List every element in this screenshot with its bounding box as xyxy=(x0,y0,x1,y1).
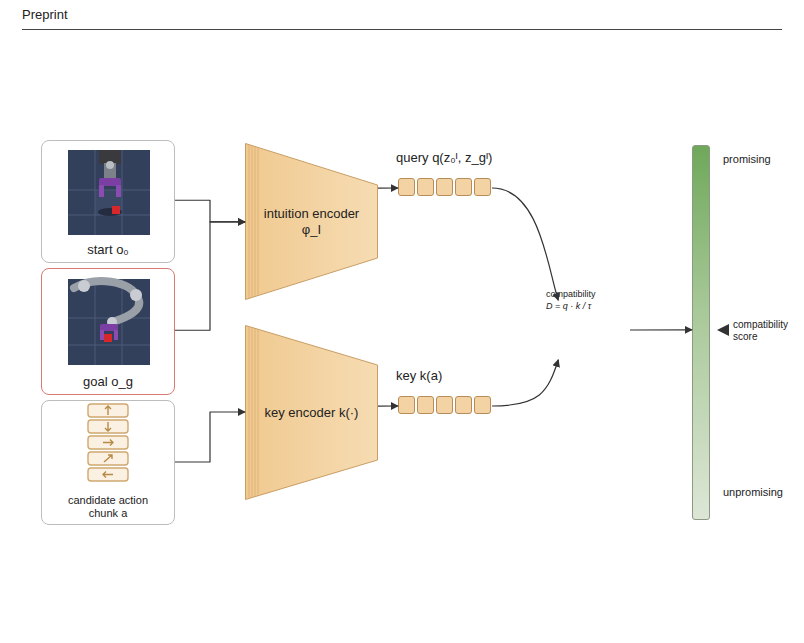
input-panel: goal o_g xyxy=(41,268,175,395)
scale-label: compatibility score xyxy=(733,319,804,343)
flow-arrow xyxy=(175,222,245,330)
flow-arrow xyxy=(378,405,398,406)
flow-arrow xyxy=(378,187,398,188)
vector-cell xyxy=(436,178,453,196)
vector-cell xyxy=(474,396,491,414)
encoder-trapezoid: key encoder k(·) xyxy=(245,325,378,500)
encoder-label: intuition encoder φ_I xyxy=(255,206,368,238)
embedding-vector: query q(z₀ᴵ, z_gᴵ) xyxy=(398,178,492,198)
flow-arrow xyxy=(492,360,558,406)
encoder-text-box: key encoder k(·) xyxy=(255,325,368,500)
vector-cell xyxy=(455,396,472,414)
circle-title: compatibility xyxy=(546,288,630,300)
flow-arrow xyxy=(630,329,692,330)
encoder-trapezoid: intuition encoder φ_I xyxy=(245,143,378,300)
vector-cell xyxy=(417,396,434,414)
formula-label: D = q · k / τ xyxy=(546,300,630,312)
vector-cell xyxy=(398,396,415,414)
embedding-vector: key k(a) xyxy=(398,396,492,416)
goal-scene xyxy=(68,279,150,365)
vector-cell xyxy=(455,178,472,196)
vector-cell xyxy=(436,396,453,414)
score-bar: promisingcompatibility scoreunpromising xyxy=(692,145,710,520)
panel-caption: start o₀ xyxy=(42,243,174,257)
header-label: Preprint xyxy=(22,7,68,22)
score-pointer xyxy=(717,324,729,336)
flow-arrow xyxy=(175,412,245,462)
scale-label: promising xyxy=(723,153,771,166)
header-rule xyxy=(22,29,782,30)
vector-cell xyxy=(474,178,491,196)
vector-label: key k(a) xyxy=(396,368,442,383)
encoder-label: key encoder k(·) xyxy=(265,405,359,421)
start-scene xyxy=(68,150,150,235)
panel-caption: goal o_g xyxy=(42,375,174,389)
vector-label: query q(z₀ᴵ, z_gᴵ) xyxy=(396,150,492,165)
vector-cell xyxy=(417,178,434,196)
vector-cell xyxy=(398,178,415,196)
action-chunk-icons xyxy=(88,404,128,481)
scale-label: unpromising xyxy=(723,486,783,499)
input-panel: start o₀ xyxy=(41,140,175,263)
panel-caption: candidate action chunk a xyxy=(56,494,160,520)
flow-arrow xyxy=(175,200,245,222)
input-panel: candidate action chunk a xyxy=(41,400,175,525)
encoder-text-box: intuition encoder φ_I xyxy=(255,143,368,300)
compatibility-circle: compatibilityD = q · k / τ xyxy=(546,288,630,372)
flow-arrow xyxy=(492,188,558,300)
